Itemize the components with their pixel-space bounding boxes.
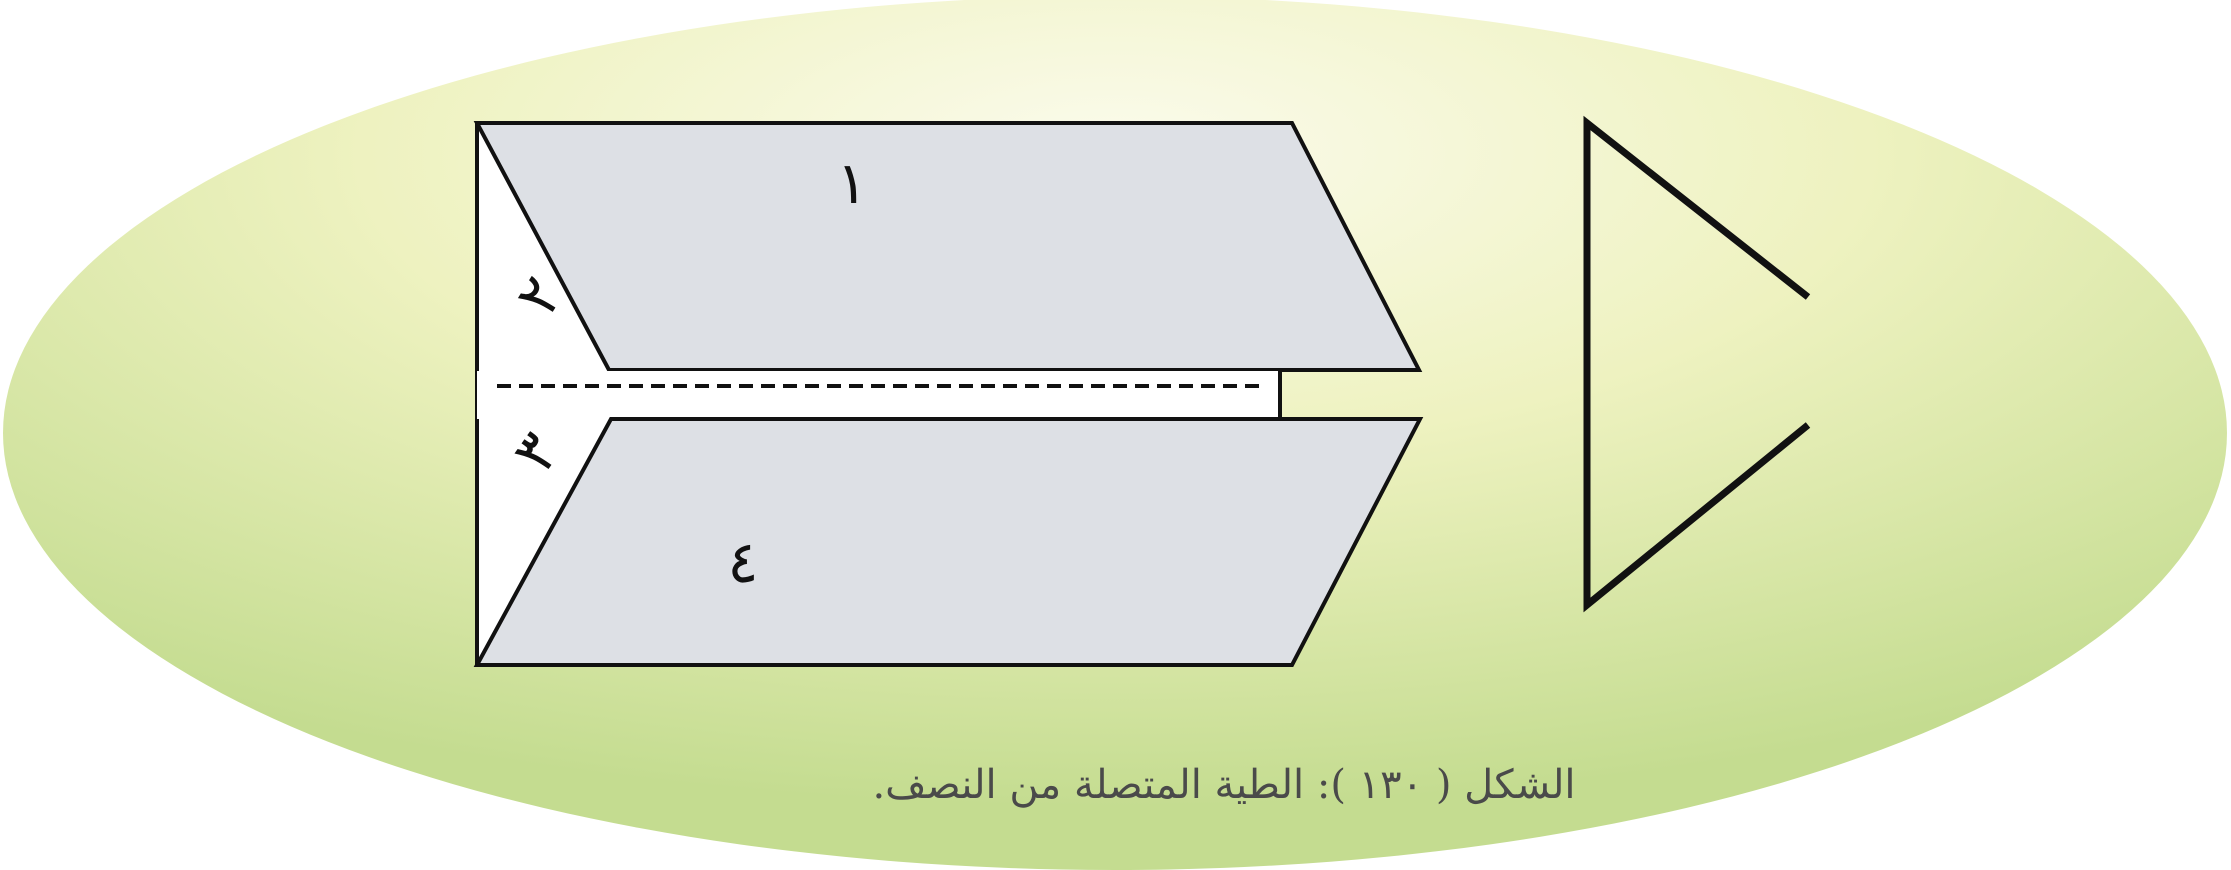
panel-label-4: ٤ bbox=[727, 528, 758, 596]
top-flap bbox=[473, 121, 1423, 372]
center-strip bbox=[477, 371, 1280, 419]
figure-caption: الشكل ( ١٣٠ ): الطية المتصلة من النصف. bbox=[872, 762, 1575, 808]
panel-label-1: ١ bbox=[836, 149, 867, 217]
bottom-flap bbox=[473, 417, 1424, 667]
side-view-triangle bbox=[1583, 115, 1811, 613]
